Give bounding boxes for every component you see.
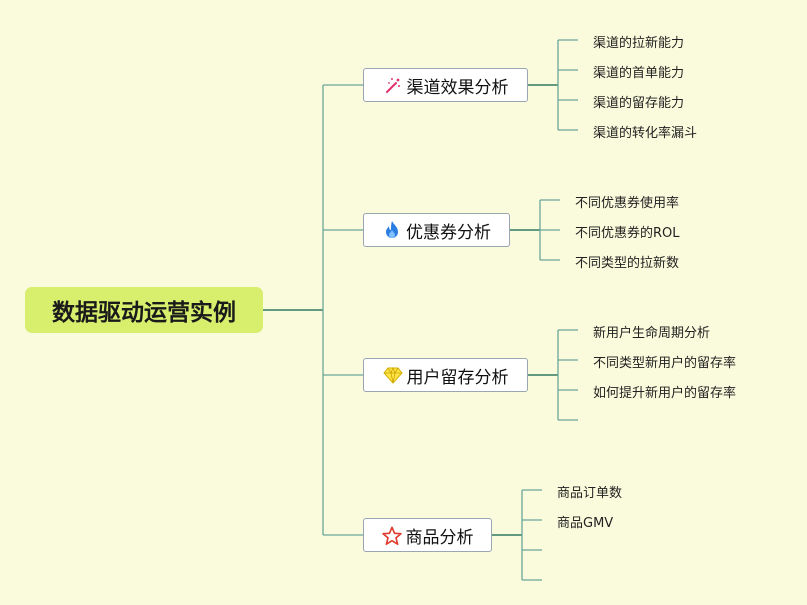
diamond-icon (382, 365, 403, 385)
leaf-node[interactable]: 不同优惠券使用率 (575, 196, 680, 211)
leaf-node[interactable]: 渠道的拉新能力 (593, 36, 685, 51)
branch-label: 优惠券分析 (406, 222, 491, 243)
leaf-node[interactable]: 不同类型的拉新数 (575, 256, 680, 271)
star-icon (381, 525, 402, 545)
root-node: 数据驱动运营实例 (25, 287, 263, 333)
leaf-node[interactable]: 不同类型新用户的留存率 (593, 356, 737, 371)
leaf-node[interactable]: 商品订单数 (557, 486, 623, 501)
fire-icon (382, 220, 402, 240)
leaf-node[interactable]: 渠道的留存能力 (593, 96, 685, 111)
branch-product-analysis[interactable]: 商品分析 (363, 518, 492, 552)
leaf-node[interactable]: 渠道的首单能力 (593, 66, 685, 81)
branch-label: 商品分析 (405, 527, 474, 548)
root-label: 数据驱动运营实例 (52, 300, 236, 326)
leaf-node[interactable]: 新用户生命周期分析 (593, 326, 711, 341)
branch-label: 渠道效果分析 (406, 77, 509, 98)
leaf-node[interactable]: 商品GMV (557, 516, 614, 531)
leaf-node[interactable]: 不同优惠券的ROL (575, 226, 680, 241)
branch-coupon-analysis[interactable]: 优惠券分析 (363, 213, 510, 247)
leaf-node[interactable]: 如何提升新用户的留存率 (593, 386, 737, 401)
branch-retention-analysis[interactable]: 用户留存分析 (363, 358, 528, 392)
branch-label: 用户留存分析 (406, 367, 509, 388)
branch-channel-analysis[interactable]: 渠道效果分析 (363, 68, 528, 102)
magic-wand-icon (383, 75, 403, 95)
leaf-node[interactable]: 渠道的转化率漏斗 (593, 126, 698, 141)
